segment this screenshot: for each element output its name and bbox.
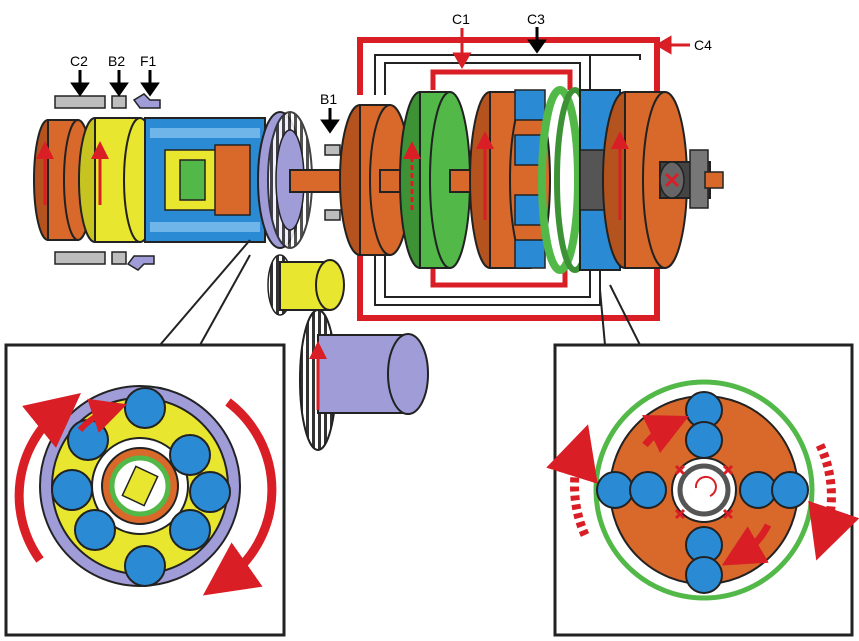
label-b1: B1 (320, 91, 337, 107)
left-inset (4, 239, 286, 637)
component-labels: C2 B2 F1 B1 C1 C3 C4 (70, 11, 712, 107)
engagement-arrows (70, 27, 547, 134)
front-gear-train (33, 111, 381, 249)
output-gears (267, 254, 429, 451)
label-c2: C2 (70, 53, 88, 69)
clutch-frames (357, 37, 660, 321)
label-c4: C4 (694, 37, 712, 53)
label-b2: B2 (108, 53, 125, 69)
rear-gear-train (339, 86, 724, 274)
label-c1: C1 (452, 11, 470, 27)
right-inset (546, 284, 859, 637)
red-engagement-arrows (452, 28, 690, 69)
label-c3: C3 (527, 11, 545, 27)
label-f1: F1 (140, 53, 157, 69)
brake-tags (54, 93, 341, 271)
